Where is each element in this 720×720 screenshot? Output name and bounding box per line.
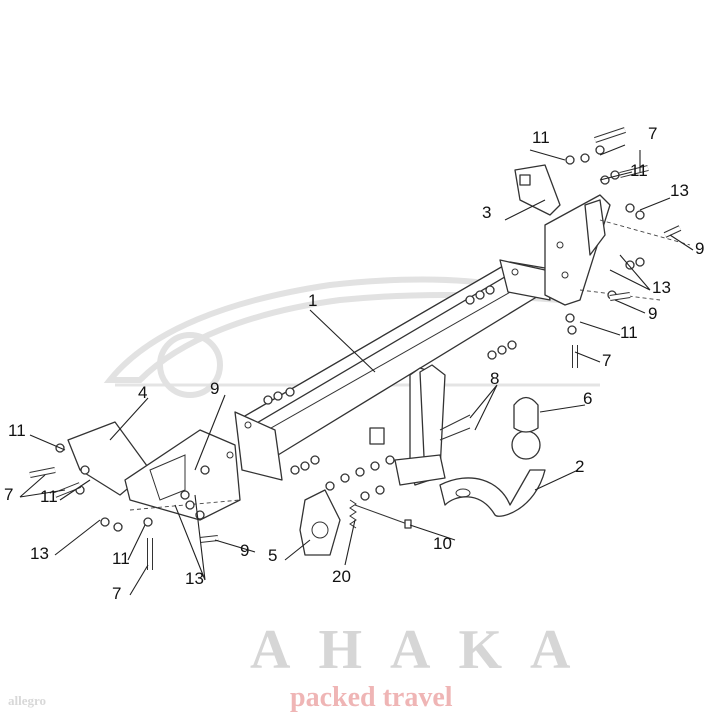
washer-nut: [273, 391, 283, 401]
washer-nut: [475, 290, 485, 300]
washer-nut: [635, 210, 645, 220]
washer-nut: [340, 473, 350, 483]
callout-11: 11: [532, 128, 550, 147]
callout-11: 11: [40, 487, 58, 506]
washer-nut: [487, 350, 497, 360]
callout-13: 13: [670, 181, 689, 200]
washer-nut: [263, 395, 273, 405]
callout-11: 11: [630, 161, 648, 180]
callout-11: 11: [112, 549, 130, 568]
part-10-pin: [354, 504, 412, 529]
bolt: [664, 226, 681, 237]
callout-5: 5: [268, 546, 277, 565]
callout-9: 9: [210, 379, 219, 398]
washer-nut: [180, 490, 190, 500]
washer-nut: [580, 153, 590, 163]
washer-nut: [325, 481, 335, 491]
washer-nut: [635, 257, 645, 267]
callout-2: 2: [575, 457, 584, 476]
washer-nut: [355, 467, 365, 477]
leader-lines: [19, 144, 694, 596]
part-3-right-bracket: [514, 164, 691, 306]
washer-nut: [567, 325, 577, 335]
washer-nut: [385, 455, 395, 465]
washer-nut: [485, 285, 495, 295]
bolt: [609, 293, 631, 300]
washer-nut: [565, 155, 575, 165]
corner-watermark: allegro: [8, 693, 46, 708]
callout-7: 7: [648, 124, 657, 143]
washer-nut: [625, 203, 635, 213]
washer-nut: [80, 465, 90, 475]
callout-4: 4: [138, 383, 147, 402]
washer-nut: [185, 500, 195, 510]
callout-11: 11: [8, 421, 26, 440]
part-6-ball-cover: [513, 396, 539, 433]
callout-9: 9: [240, 541, 249, 560]
watermark-tagline: packed travel: [290, 682, 453, 713]
callout-3: 3: [482, 203, 491, 222]
washer-nut: [565, 313, 575, 323]
bolt: [29, 468, 56, 477]
washer-nut: [497, 345, 507, 355]
callout-7: 7: [4, 485, 13, 504]
callout-13: 13: [185, 569, 204, 588]
callout-1: 1: [308, 291, 317, 310]
bolt: [54, 483, 81, 497]
washer-nut: [100, 517, 110, 527]
watermark-text: AHAKA packed travel allegro: [8, 619, 598, 713]
washer-nut: [465, 295, 475, 305]
washer-nut: [285, 387, 295, 397]
watermark-brand: AHAKA: [250, 619, 598, 681]
part-5-socket-plate: [299, 489, 341, 556]
washer-nut: [370, 461, 380, 471]
washer-nut: [625, 260, 635, 270]
callout-7: 7: [112, 584, 121, 603]
callout-9: 9: [648, 304, 657, 323]
callout-11: 11: [620, 323, 638, 342]
washer-nut: [143, 517, 153, 527]
callout-6: 6: [583, 389, 592, 408]
part-8-bolts: [439, 414, 471, 441]
callout-9: 9: [695, 239, 704, 258]
bolt: [594, 128, 626, 142]
washer-nut: [360, 491, 370, 501]
callout-13: 13: [652, 278, 671, 297]
callout-10: 10: [433, 534, 452, 553]
washer-nut: [310, 455, 320, 465]
fasteners: [29, 127, 682, 570]
part-2-tow-ball: [439, 430, 546, 517]
bolt: [199, 536, 219, 542]
washer-nut: [595, 145, 605, 155]
part-4-left-bracket: [67, 421, 241, 521]
callout-20: 20: [332, 567, 351, 586]
part-1-crossbar: [234, 259, 551, 481]
washer-nut: [507, 340, 517, 350]
callout-13: 13: [30, 544, 49, 563]
washer-nut: [113, 522, 123, 532]
part-drop-arms: [369, 364, 446, 486]
washer-nut: [300, 461, 310, 471]
callout-8: 8: [490, 369, 499, 388]
washer-nut: [290, 465, 300, 475]
washer-nut: [375, 485, 385, 495]
washer-nut: [200, 465, 210, 475]
callout-7: 7: [602, 351, 611, 370]
part-20-spring: [349, 499, 357, 529]
